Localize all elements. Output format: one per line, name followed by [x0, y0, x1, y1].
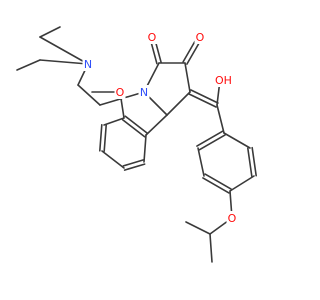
bond-single [184, 62, 191, 93]
bond-single [101, 150, 125, 169]
bond-single [166, 91, 191, 116]
bond-double [121, 118, 146, 138]
bond-double [103, 124, 107, 152]
molecule-structure: N N O O OH O O [16, 26, 257, 263]
bond-single [223, 132, 251, 149]
bonds [16, 26, 257, 263]
bond-single [197, 147, 205, 177]
bond-double [99, 124, 103, 152]
atom-label-background [215, 73, 235, 87]
bond-double [122, 159, 145, 167]
atom-label-o_methoxy: O [116, 86, 125, 99]
atom-label-background [114, 85, 126, 99]
atom-label-background [226, 211, 238, 225]
bond-double [196, 130, 224, 147]
atom-label-n_ring: N [140, 86, 148, 99]
bond-single [209, 233, 213, 263]
atom-label-o_isopropoxy: O [228, 212, 237, 225]
bond-single [77, 84, 101, 106]
bond-single [16, 59, 41, 71]
bond-single [185, 221, 211, 235]
atom-label-o_hydroxyl: OH [215, 74, 232, 87]
bond-single [145, 114, 168, 136]
bond-single [229, 175, 255, 192]
bond-double [123, 163, 146, 171]
bond-single [39, 59, 89, 65]
bond-double [188, 93, 217, 108]
bond-single [39, 36, 89, 65]
bond-single [103, 117, 125, 126]
atom-label-o_keto1: O [148, 31, 157, 44]
atom-labels: N N O O OH O O [82, 30, 238, 225]
atom-label-background [146, 30, 158, 44]
bond-double [202, 177, 230, 194]
bond-double [198, 134, 226, 151]
bond-single [216, 104, 225, 134]
atom-label-background [138, 85, 150, 99]
bond-single [143, 134, 147, 163]
atom-label-n_amine: N [84, 58, 92, 71]
bond-double [190, 89, 219, 104]
bond-double [251, 146, 257, 177]
bond-double [247, 147, 253, 178]
bond-double [124, 115, 149, 135]
atom-label-background [194, 30, 206, 44]
atom-label-background [82, 57, 94, 71]
bond-double [204, 173, 232, 190]
bond-single [39, 26, 61, 38]
atom-label-o_keto2: O [196, 31, 205, 44]
